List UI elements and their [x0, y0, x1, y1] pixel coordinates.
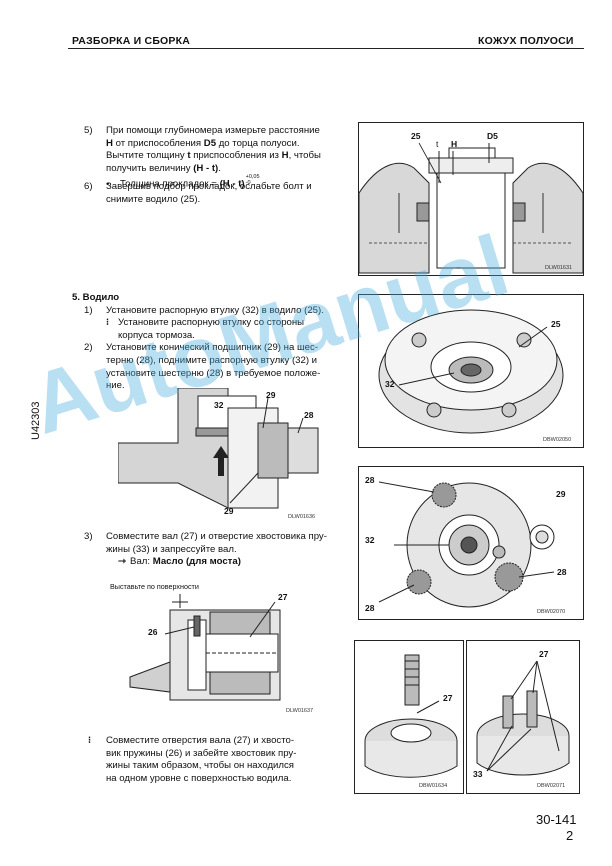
fig1-label-H: H [451, 139, 458, 149]
fig4-label-28-right: 28 [557, 567, 567, 577]
step-5: 5) При помощи глубиномера измерьте расст… [84, 125, 346, 191]
figure-5: Выставьте по поверхности 27 26 DLW01637 [110, 582, 340, 714]
figure-7-drawing [476, 660, 570, 776]
fig7-label-27: 27 [539, 649, 549, 659]
step-6: 6) Завершив подбор прокладок, ослабьте б… [84, 181, 312, 205]
fig5-label-27: 27 [278, 592, 288, 602]
page-sub: 2 [566, 828, 574, 843]
fig4-label-29: 29 [556, 489, 566, 499]
fig2-code: DBW02050 [543, 437, 572, 443]
fig4-label-32: 32 [365, 535, 375, 545]
fig5-caption: Выставьте по поверхности [110, 582, 199, 591]
fig3-label-28: 28 [304, 410, 314, 420]
header-right: КОЖУХ ПОЛУОСИ [478, 35, 574, 47]
bullet: • [106, 178, 110, 190]
fig1-label-t: t [436, 139, 439, 149]
fig1-label-D5: D5 [487, 131, 498, 141]
figure-2-drawing [378, 309, 564, 434]
step-5-line3: Вычтите толщину t приспособления из H, ч… [106, 150, 321, 162]
figure-4: 28 29 32 28 28 DBW02070 [358, 466, 584, 620]
fig6-code: DBW01634 [419, 783, 448, 789]
header-left: РАЗБОРКА И СБОРКА [72, 35, 191, 47]
step-5-line5: •Толщина прокладок = (H - t)+0,05-0 [106, 174, 260, 190]
figure-6-drawing [364, 654, 458, 778]
fig4-label-28-bottom: 28 [365, 603, 375, 613]
fig4-code: DBW02070 [537, 609, 566, 615]
fig4-label-28-top: 28 [365, 475, 375, 485]
page-number: 30-141 [536, 812, 577, 827]
fig5-label-26: 26 [148, 627, 158, 637]
figure-6: 27 DBW01634 [354, 640, 464, 794]
figure-3-drawing [117, 387, 319, 509]
note-icon: ⁝ [106, 317, 110, 329]
fig2-label-32: 32 [385, 379, 395, 389]
fig7-label-33: 33 [473, 769, 483, 779]
lubricant-icon: ⇾ [118, 556, 127, 568]
fig5-code: DLW01637 [286, 708, 314, 714]
section-5: 5. Водило 1) Установите распорную втулку… [72, 292, 352, 393]
step-5-line4: получить величину (H - t). [106, 162, 221, 174]
fig3-label-29a: 29 [266, 390, 276, 400]
step-5-line1: При помощи глубиномера измерьте расстоян… [106, 125, 320, 136]
figure-1-drawing [358, 142, 584, 274]
fig7-code: DBW02071 [537, 783, 566, 789]
step-5-num: 5) [84, 125, 93, 136]
step-5-line2: H от приспособления D5 до торца полуоси. [106, 137, 300, 149]
final-note: ⁝ Совместите отверстия вала (27) и хвост… [88, 735, 297, 784]
figure-4-drawing [378, 481, 555, 608]
header-rule [68, 48, 584, 49]
fig3-label-32: 32 [214, 400, 224, 410]
fig2-label-25: 25 [551, 319, 561, 329]
figure-2: 25 32 DBW02050 [358, 294, 584, 448]
figure-5-drawing [129, 594, 281, 701]
figure-3: 32 29 28 29 DLW01636 [117, 387, 328, 523]
fig6-label-27: 27 [443, 693, 453, 703]
fig3-label-29b: 29 [224, 506, 234, 516]
figure-7: 27 33 DBW02071 [466, 640, 580, 794]
figure-1: 25 t H D5 DLW01631 [358, 122, 584, 276]
section-5-title: 5. Водило [72, 292, 120, 303]
fig1-code: DLW01631 [545, 265, 573, 271]
note-icon-final: ⁝ [88, 735, 92, 746]
fig3-code: DLW01636 [288, 514, 316, 520]
tolerance: +0,05-0 [245, 174, 260, 186]
step-3: 3) Совместите вал (27) и отверстие хвост… [84, 531, 327, 568]
side-code: U42303 [30, 401, 42, 440]
fig1-label-25: 25 [411, 131, 421, 141]
